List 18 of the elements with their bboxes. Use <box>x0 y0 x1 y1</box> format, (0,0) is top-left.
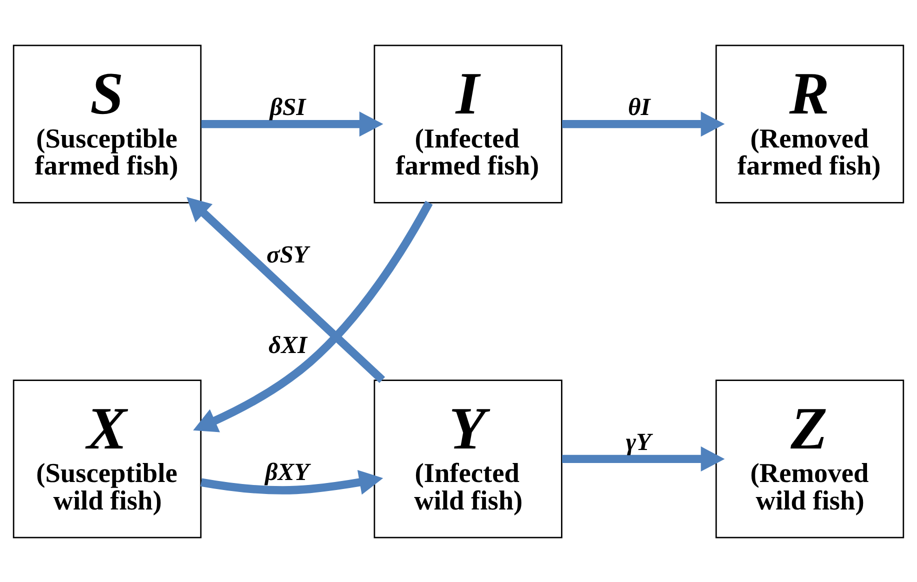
arrow <box>186 196 386 382</box>
node-box: X (Susceptible wild fish) <box>12 379 202 538</box>
arrow <box>562 111 725 136</box>
node-box: Y (Infected wild fish) <box>374 379 562 538</box>
edge-label: θI <box>628 94 650 121</box>
node-box: I (Infected farmed fish) <box>374 44 562 203</box>
arrow <box>562 446 725 471</box>
edge-label: βSI <box>270 94 306 121</box>
edge-label: δXI <box>268 331 308 358</box>
arrow <box>201 111 384 136</box>
edge-label: βXY <box>265 458 310 486</box>
arrow <box>200 470 384 494</box>
arrow <box>193 200 433 432</box>
node-box: R (Removed farmed fish) <box>715 44 904 203</box>
edge-label: γY <box>626 428 652 456</box>
node-box: S (Susceptible farmed fish) <box>12 44 202 203</box>
node-box: Z (Removed wild fish) <box>715 379 904 538</box>
edge-label: σSY <box>266 241 308 268</box>
